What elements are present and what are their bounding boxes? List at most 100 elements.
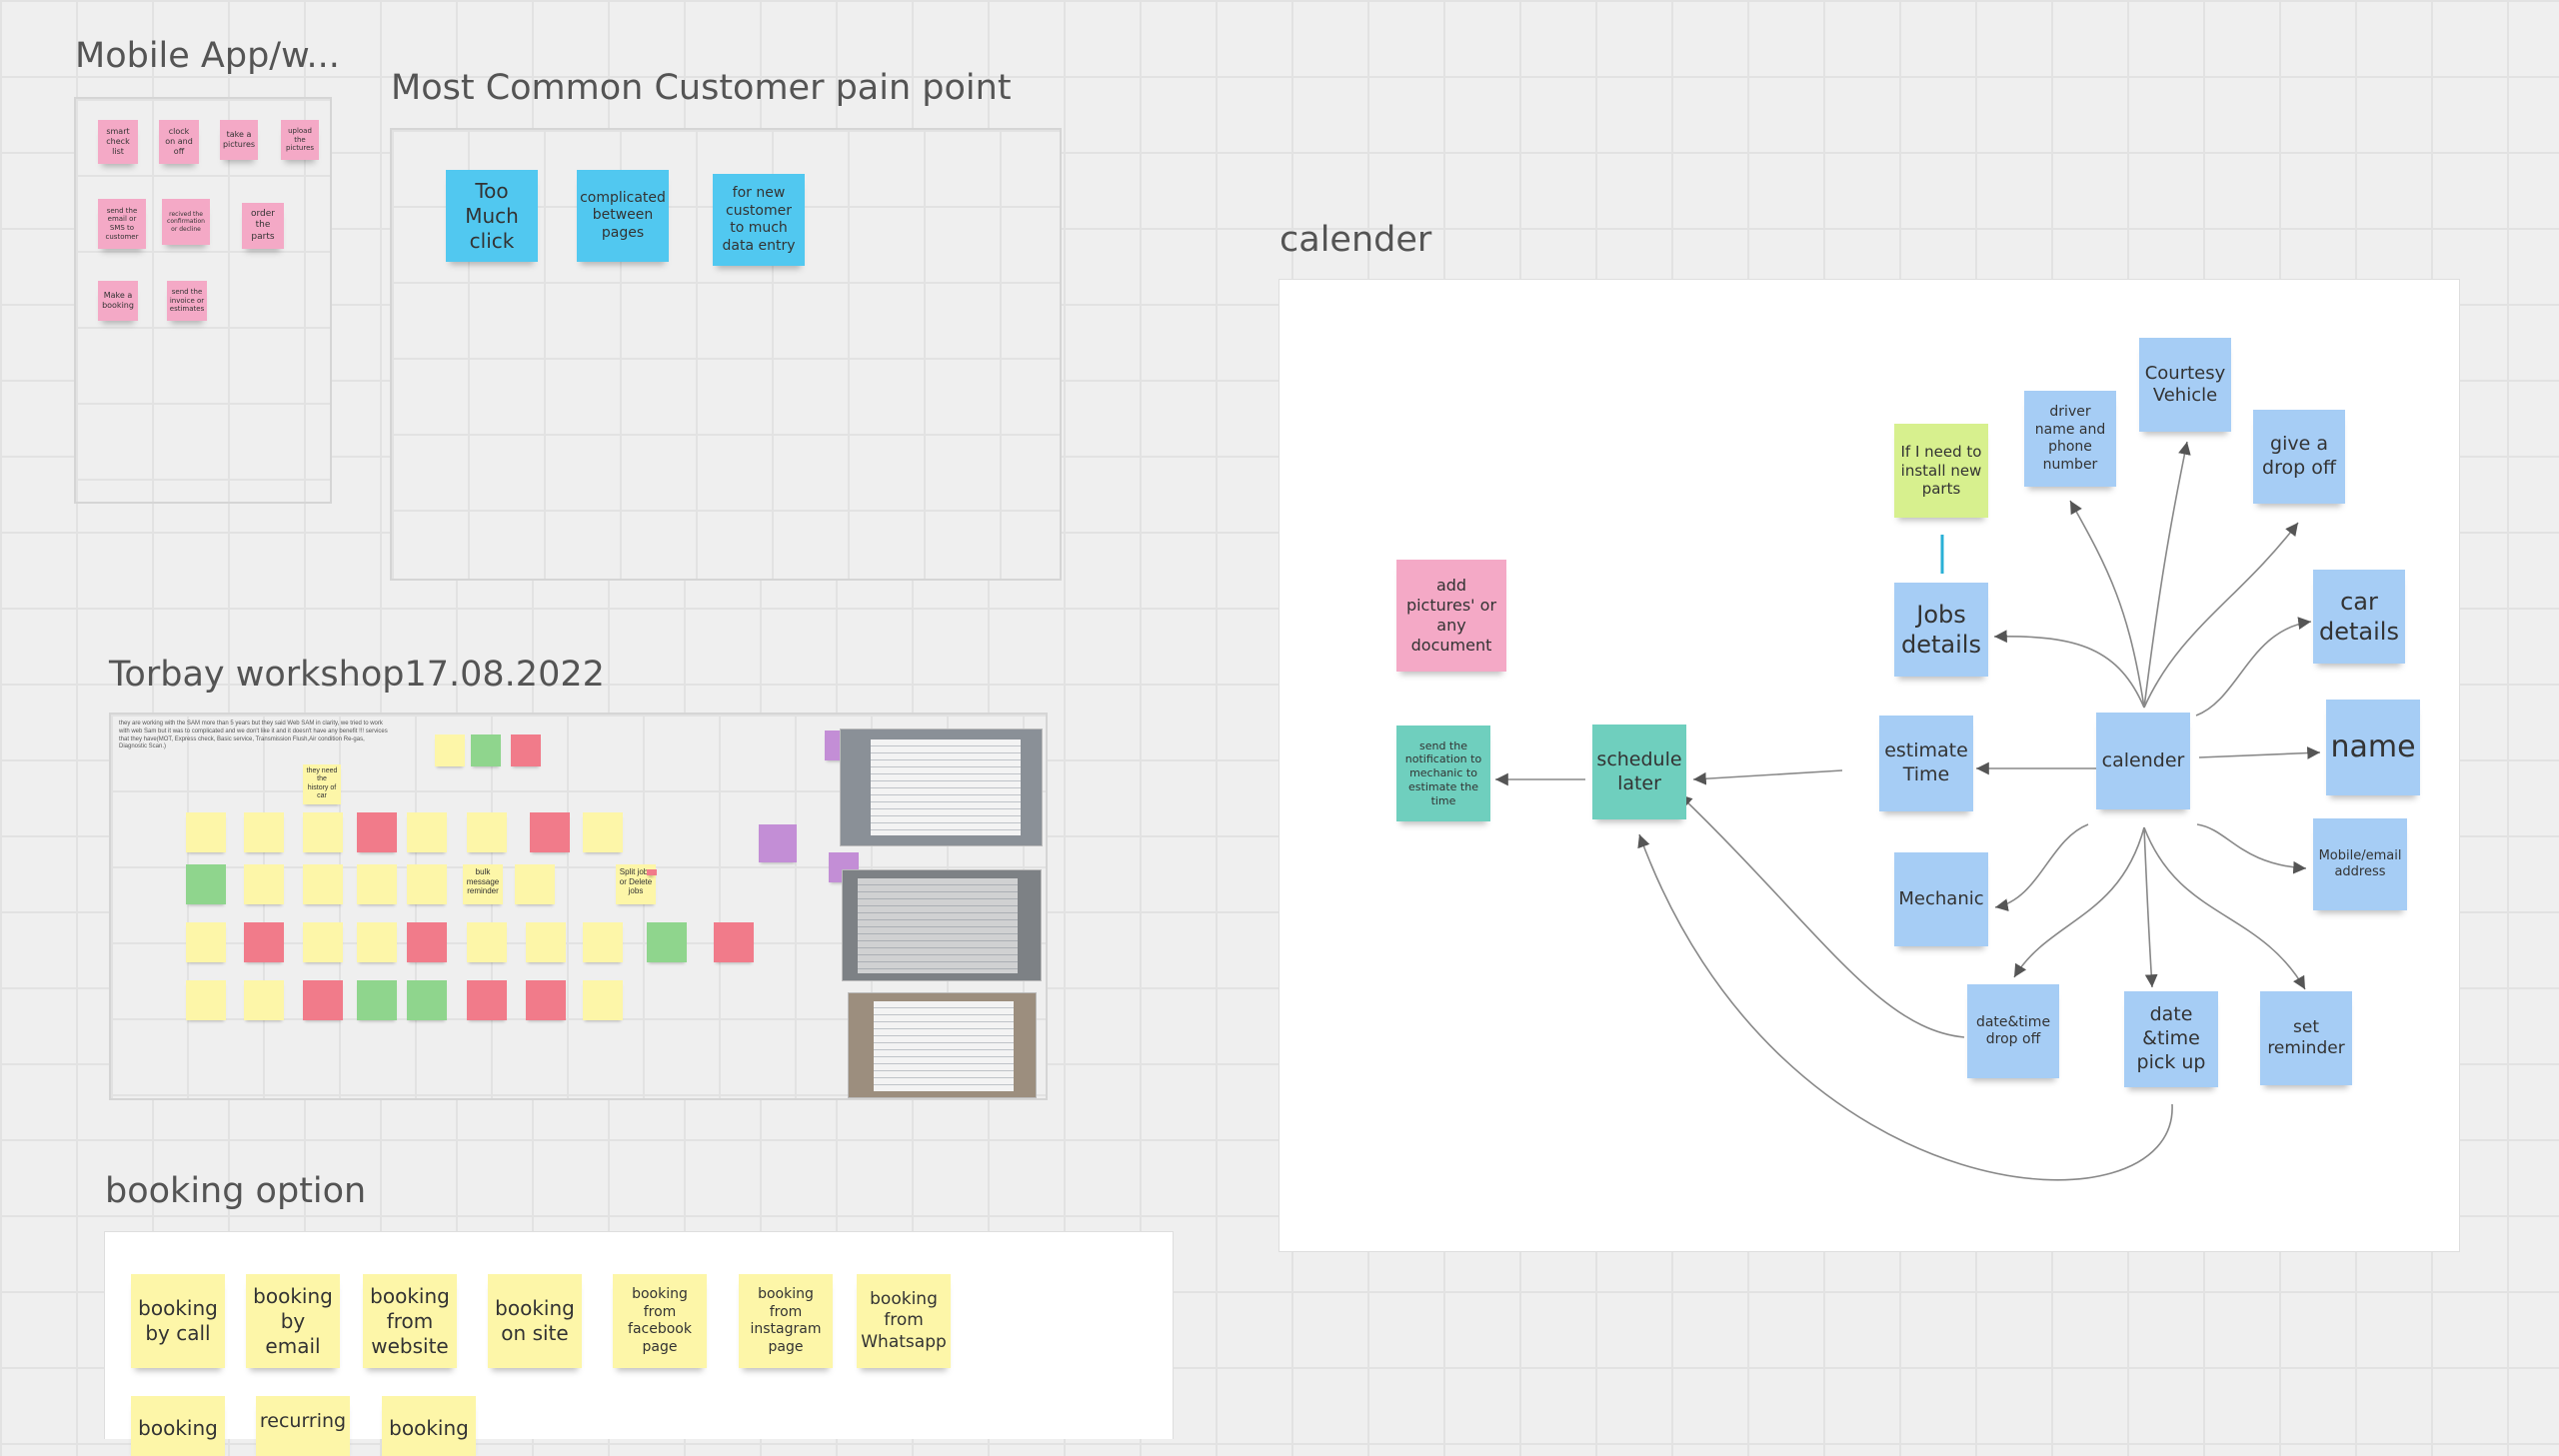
sticky-schedule-later[interactable]: schedule later <box>1592 725 1686 819</box>
frame-title-torbay[interactable]: Torbay workshop17.08.2022 <box>109 655 605 695</box>
sticky-note[interactable] <box>407 864 447 904</box>
color-swatch[interactable] <box>471 734 501 766</box>
sticky-note[interactable]: booking <box>131 1396 225 1456</box>
sticky-note[interactable]: take a pictures <box>220 120 258 160</box>
whiteboard-photo[interactable] <box>840 728 1043 846</box>
connector <box>1692 769 1843 785</box>
sticky-note[interactable] <box>647 922 687 962</box>
sticky-note[interactable] <box>357 864 397 904</box>
sticky-note[interactable] <box>647 869 653 875</box>
connector <box>2143 826 2306 990</box>
sticky-note[interactable] <box>186 812 226 852</box>
connector <box>2013 826 2145 978</box>
frame-torbay-workshop[interactable]: they are working with the SAM more than … <box>109 713 1048 1100</box>
sticky-note[interactable] <box>186 922 226 962</box>
connector <box>2069 500 2145 709</box>
sticky-note[interactable] <box>467 812 507 852</box>
sticky-note[interactable]: recurring <box>256 1396 350 1456</box>
sticky-note[interactable] <box>714 922 754 962</box>
sticky-note[interactable] <box>651 869 657 875</box>
color-swatch[interactable] <box>511 734 541 766</box>
sticky-note[interactable]: booking from instagram page <box>739 1274 833 1368</box>
frame-booking-option[interactable]: booking by call booking by email booking… <box>104 1231 1174 1456</box>
sticky-note[interactable] <box>530 812 570 852</box>
sticky-notification[interactable]: send the notification to mechanic to est… <box>1396 726 1490 821</box>
sticky-add-pictures[interactable]: add pictures' or any document <box>1396 560 1506 672</box>
sticky-mobile-email[interactable]: Mobile/email address <box>2313 818 2407 910</box>
intro-text: they are working with the SAM more than … <box>119 721 388 750</box>
frame-mobile-app[interactable]: smart check list clock on and off take a… <box>74 97 332 504</box>
sticky-jobs-details[interactable]: Jobs details <box>1894 583 1988 677</box>
frame-title-calender[interactable]: calender <box>1280 220 1432 260</box>
sticky-note[interactable] <box>407 922 447 962</box>
sticky-note[interactable]: send the email or SMS to customer <box>98 199 146 249</box>
sticky-note[interactable] <box>583 922 623 962</box>
sticky-note[interactable] <box>303 922 343 962</box>
connector-lines <box>1495 441 2321 1181</box>
sticky-note[interactable]: send the invoice or estimates <box>167 281 207 321</box>
connector <box>2196 823 2307 874</box>
sticky-note[interactable] <box>244 980 284 1020</box>
sticky-note[interactable]: upload the pictures <box>281 120 319 160</box>
sticky-note[interactable] <box>759 824 797 862</box>
sticky-note[interactable] <box>357 812 397 852</box>
sticky-note[interactable]: for new customer to much data entry <box>713 174 805 266</box>
sticky-date-pick-up[interactable]: date &time pick up <box>2124 991 2218 1087</box>
sticky-note[interactable] <box>467 922 507 962</box>
sticky-drop-off[interactable]: give a drop off <box>2253 410 2345 504</box>
sticky-note[interactable]: booking from Whatsapp <box>857 1274 951 1368</box>
sticky-set-reminder[interactable]: set reminder <box>2260 991 2352 1085</box>
frame-title-booking[interactable]: booking option <box>105 1171 367 1211</box>
sticky-note[interactable]: booking <box>382 1396 476 1456</box>
sticky-note[interactable] <box>583 980 623 1020</box>
sticky-note[interactable]: recived the confirmation or decline <box>162 199 210 245</box>
sticky-note[interactable] <box>467 980 507 1020</box>
sticky-note[interactable] <box>407 980 447 1020</box>
sticky-note[interactable] <box>303 812 343 852</box>
sticky-note[interactable] <box>526 980 566 1020</box>
sticky-courtesy-vehicle[interactable]: Courtesy Vehicle <box>2139 338 2231 432</box>
sticky-note[interactable]: bulk message reminder <box>463 864 503 904</box>
sticky-note[interactable]: Too Much click <box>446 170 538 262</box>
sticky-car-details[interactable]: car details <box>2313 570 2405 664</box>
sticky-note[interactable] <box>186 864 226 904</box>
whiteboard-photo[interactable] <box>848 992 1037 1098</box>
sticky-note[interactable] <box>526 922 566 962</box>
sticky-note[interactable] <box>303 980 343 1020</box>
sticky-note[interactable] <box>244 864 284 904</box>
sticky-note[interactable] <box>186 980 226 1020</box>
sticky-estimate-time[interactable]: estimate Time <box>1879 716 1973 811</box>
frame-title-pain-point[interactable]: Most Common Customer pain point <box>391 68 1012 108</box>
sticky-note[interactable] <box>244 922 284 962</box>
sticky-note[interactable] <box>357 922 397 962</box>
frame-title-mobile-app[interactable]: Mobile App/w... <box>75 36 340 76</box>
sticky-note[interactable] <box>407 812 447 852</box>
sticky-note[interactable] <box>357 980 397 1020</box>
sticky-note[interactable]: order the parts <box>242 203 284 249</box>
sticky-note[interactable] <box>244 812 284 852</box>
sticky-calender[interactable]: calender <box>2096 713 2190 809</box>
sticky-note[interactable] <box>515 864 555 904</box>
sticky-date-drop-off[interactable]: date&time drop off <box>1967 984 2059 1078</box>
connector <box>2195 617 2312 717</box>
sticky-note[interactable]: they need the history of car <box>303 764 341 804</box>
sticky-note[interactable]: booking from facebook page <box>613 1274 707 1368</box>
sticky-note[interactable] <box>303 864 343 904</box>
sticky-note[interactable]: clock on and off <box>159 120 199 164</box>
sticky-note[interactable]: complicated between pages <box>577 170 669 262</box>
sticky-name[interactable]: name <box>2326 700 2420 795</box>
sticky-note[interactable]: booking by call <box>131 1274 225 1368</box>
sticky-mechanic[interactable]: Mechanic <box>1894 852 1988 946</box>
sticky-note[interactable]: booking by email <box>246 1274 340 1368</box>
sticky-note[interactable]: smart check list <box>98 120 138 164</box>
sticky-install-parts[interactable]: If I need to install new parts <box>1894 424 1988 518</box>
sticky-note[interactable] <box>583 812 623 852</box>
frame-pain-point[interactable]: Too Much click complicated between pages… <box>390 128 1062 581</box>
color-swatch[interactable] <box>435 734 465 766</box>
sticky-note[interactable]: booking from website <box>363 1274 457 1368</box>
sticky-driver[interactable]: driver name and phone number <box>2024 391 2116 487</box>
whiteboard-photo[interactable] <box>842 869 1042 981</box>
frame-calender[interactable]: Courtesy Vehicle driver name and phone n… <box>1279 279 2460 1252</box>
sticky-note[interactable]: Make a booking <box>98 281 138 321</box>
sticky-note[interactable]: booking on site <box>488 1274 582 1368</box>
